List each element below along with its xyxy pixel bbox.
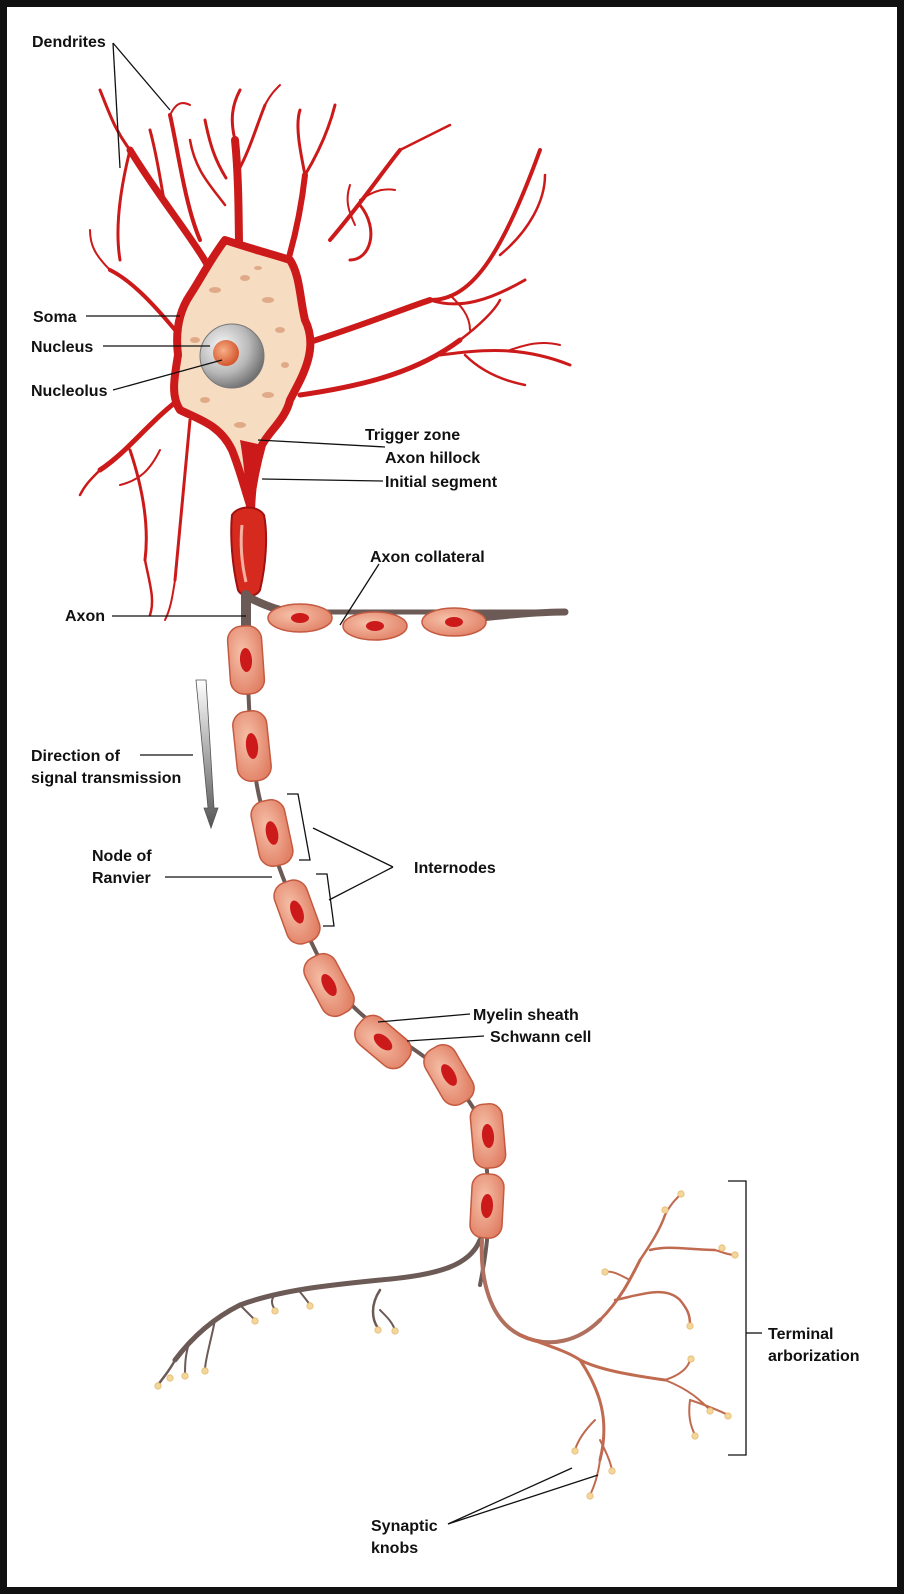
- initial-segment: [231, 508, 266, 597]
- terminal-branches: [158, 1195, 735, 1495]
- label-terminal-line1: Terminal: [768, 1326, 834, 1343]
- signal-direction-arrow: [196, 680, 218, 828]
- label-synaptic-line2: knobs: [371, 1540, 418, 1557]
- label-soma: Soma: [33, 309, 77, 326]
- label-nucleolus: Nucleolus: [31, 383, 108, 400]
- label-initial-segment: Initial segment: [385, 474, 498, 491]
- myelin-segments: [227, 625, 507, 1239]
- label-direction-line2: signal transmission: [31, 770, 181, 787]
- label-terminal-line2: arborization: [768, 1348, 860, 1365]
- collateral-myelin: [268, 604, 486, 640]
- label-direction-line1: Direction of: [31, 748, 121, 765]
- label-node-line2: Ranvier: [92, 870, 151, 887]
- leader-lines: [86, 43, 762, 1524]
- label-schwann-cell: Schwann cell: [490, 1029, 591, 1046]
- label-trigger-zone: Trigger zone: [365, 427, 460, 444]
- label-nucleus: Nucleus: [31, 339, 93, 356]
- label-myelin-sheath: Myelin sheath: [473, 1007, 579, 1024]
- label-dendrites: Dendrites: [32, 34, 106, 51]
- label-axon: Axon: [65, 608, 105, 625]
- label-internodes: Internodes: [414, 860, 496, 877]
- dendrites: [80, 85, 570, 620]
- synaptic-knob-dots: [155, 1191, 738, 1499]
- label-axon-collateral: Axon collateral: [370, 549, 485, 566]
- label-synaptic-line1: Synaptic: [371, 1518, 438, 1535]
- nucleolus: [213, 340, 239, 366]
- label-node-line1: Node of: [92, 848, 152, 865]
- internode-bracket-lower: [316, 874, 334, 926]
- label-axon-hillock: Axon hillock: [385, 450, 480, 467]
